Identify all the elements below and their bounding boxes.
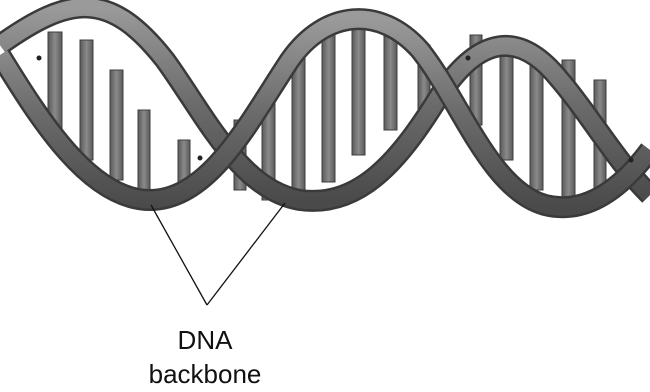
label-dna: DNA	[178, 325, 234, 355]
backbone-pointer-lines	[151, 203, 285, 305]
base-pair-rung	[352, 25, 365, 155]
pointer-line-left	[151, 205, 207, 305]
dna-double-helix	[0, 7, 650, 207]
base-pair-rung	[384, 30, 397, 130]
base-pair-rung	[138, 110, 150, 190]
pointer-line-right	[207, 203, 285, 305]
base-pair-rung	[292, 55, 305, 200]
base-pair-rung	[322, 32, 335, 182]
base-pair-rung	[80, 40, 93, 160]
base-pair-rung	[110, 70, 123, 180]
base-pair-rung	[500, 40, 513, 160]
label-backbone: backbone	[149, 359, 262, 389]
